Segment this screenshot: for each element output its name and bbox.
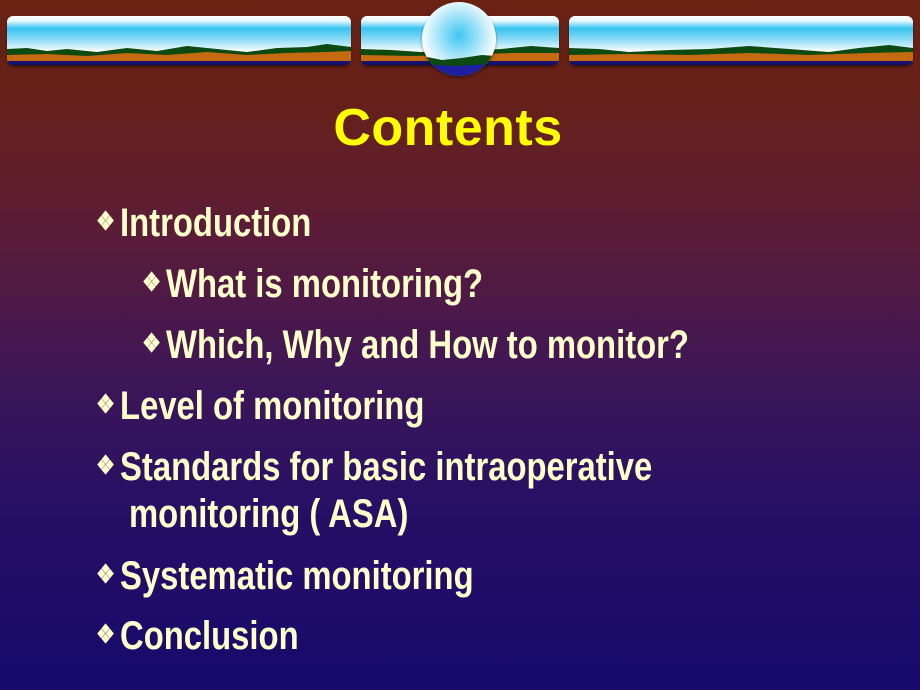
globe-orb-icon [422, 2, 496, 76]
landscape-bar-left [7, 16, 351, 65]
landscape-bar-right [569, 16, 913, 65]
list-item-standards: ❖Standards for basic intraoperative [96, 441, 652, 491]
diamond-bullet-icon: ❖ [96, 450, 116, 480]
list-item-systematic-monitoring: ❖Systematic monitoring [96, 550, 474, 600]
list-item-introduction: ❖Introduction [96, 197, 311, 247]
list-item-level-of-monitoring: ❖Level of monitoring [96, 380, 424, 430]
list-item-standards-continuation: monitoring ( ASA) [129, 492, 409, 536]
landscape-hills-icon [569, 45, 913, 65]
slide-title: Contents [333, 99, 563, 157]
diamond-bullet-icon: ❖ [96, 559, 116, 589]
diamond-bullet-icon: ❖ [142, 328, 162, 358]
list-item-conclusion: ❖Conclusion [96, 610, 299, 660]
list-item-what-is-monitoring: ❖What is monitoring? [142, 258, 483, 308]
diamond-bullet-icon: ❖ [96, 206, 116, 236]
diamond-bullet-icon: ❖ [142, 267, 162, 297]
header-banner [0, 0, 920, 90]
list-item-which-why-how: ❖Which, Why and How to monitor? [142, 319, 689, 369]
diamond-bullet-icon: ❖ [96, 389, 116, 419]
landscape-hills-icon [7, 44, 351, 65]
diamond-bullet-icon: ❖ [96, 619, 116, 649]
